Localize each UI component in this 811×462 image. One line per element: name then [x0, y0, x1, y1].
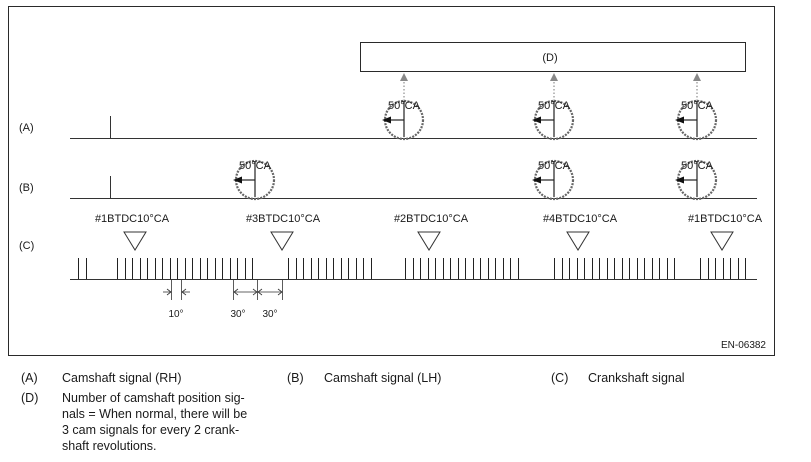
legend-b-text: Camshaft signal (LH): [324, 371, 442, 385]
btdc-label-2: #2BTDC10°CA: [394, 213, 469, 225]
legend-a-key: (A): [21, 371, 38, 385]
rotation-marker: 50°CA: [675, 159, 718, 201]
dim-30-label-1: 30°: [230, 309, 245, 320]
dim-30-label-2: 30°: [262, 309, 277, 320]
rotation-marker: 50°CA: [382, 99, 425, 141]
arrow-up-icon: [693, 73, 701, 81]
arrow-left-icon: [532, 176, 541, 184]
row-a-label: (A): [19, 122, 34, 134]
arrow-left-icon: [233, 176, 242, 184]
cam-angle-markers: 50°CA 50°CA 50°CA 50°CA 50°CA 50°CA: [233, 99, 718, 201]
legend-d-line: Number of camshaft position sig-: [62, 391, 245, 405]
d-box: [360, 42, 746, 72]
arrow-left-icon: [675, 176, 684, 184]
btdc-label-1b: #1BTDC10°CA: [688, 213, 763, 225]
legend-d: (D) Number of camshaft position sig- nal…: [21, 390, 291, 460]
btdc-label-1: #1BTDC10°CA: [95, 213, 170, 225]
btdc-label-3: #3BTDC10°CA: [246, 213, 321, 225]
diagram-frame: [8, 6, 775, 356]
legend-c-key: (C): [551, 371, 569, 385]
triangle-down-icon: [710, 231, 734, 251]
row-b-label: (B): [19, 182, 34, 194]
cam-angle-label: 50°CA: [239, 160, 272, 172]
legend-d-text: Number of camshaft position sig- nals = …: [62, 390, 292, 454]
btdc-triangles: [123, 231, 734, 251]
cam-angle-label: 50°CA: [388, 100, 421, 112]
cam-angle-label: 50°CA: [681, 100, 714, 112]
legend-b-key: (B): [287, 371, 304, 385]
triangle-down-icon: [417, 231, 441, 251]
rotation-marker: 50°CA: [532, 99, 575, 141]
arrow-up-icon: [400, 73, 408, 81]
cam-angle-label: 50°CA: [538, 160, 571, 172]
rotation-marker: 50°CA: [233, 159, 276, 201]
dim-10-label: 10°: [168, 309, 183, 320]
triangle-down-icon: [123, 231, 147, 251]
rotation-marker: 50°CA: [532, 159, 575, 201]
legend-d-line: 3 cam signals for every 2 crank-: [62, 423, 240, 437]
row-c-label: (C): [19, 240, 34, 252]
legend-d-key: (D): [21, 391, 39, 405]
d-arrows: [403, 78, 698, 115]
arrow-up-icon: [550, 73, 558, 81]
legend-c-text: Crankshaft signal: [588, 371, 685, 385]
figure-code: EN-06382: [721, 340, 766, 351]
cam-angle-label: 50°CA: [681, 160, 714, 172]
arrow-left-icon: [675, 116, 684, 124]
btdc-label-4: #4BTDC10°CA: [543, 213, 618, 225]
legend-d-line: shaft revolutions.: [62, 439, 157, 453]
d-arrowheads: [400, 73, 701, 81]
legend-d-line: nals = When normal, there will be: [62, 407, 248, 421]
legend-a-text: Camshaft signal (RH): [62, 371, 182, 385]
triangle-down-icon: [566, 231, 590, 251]
rotation-marker: 50°CA: [675, 99, 718, 141]
triangle-down-icon: [270, 231, 294, 251]
arrow-left-icon: [532, 116, 541, 124]
d-box-label: (D): [542, 52, 557, 64]
cam-angle-label: 50°CA: [538, 100, 571, 112]
dimension-markers: [163, 280, 283, 300]
arrow-left-icon: [382, 116, 391, 124]
crank-teeth: [78, 258, 746, 279]
